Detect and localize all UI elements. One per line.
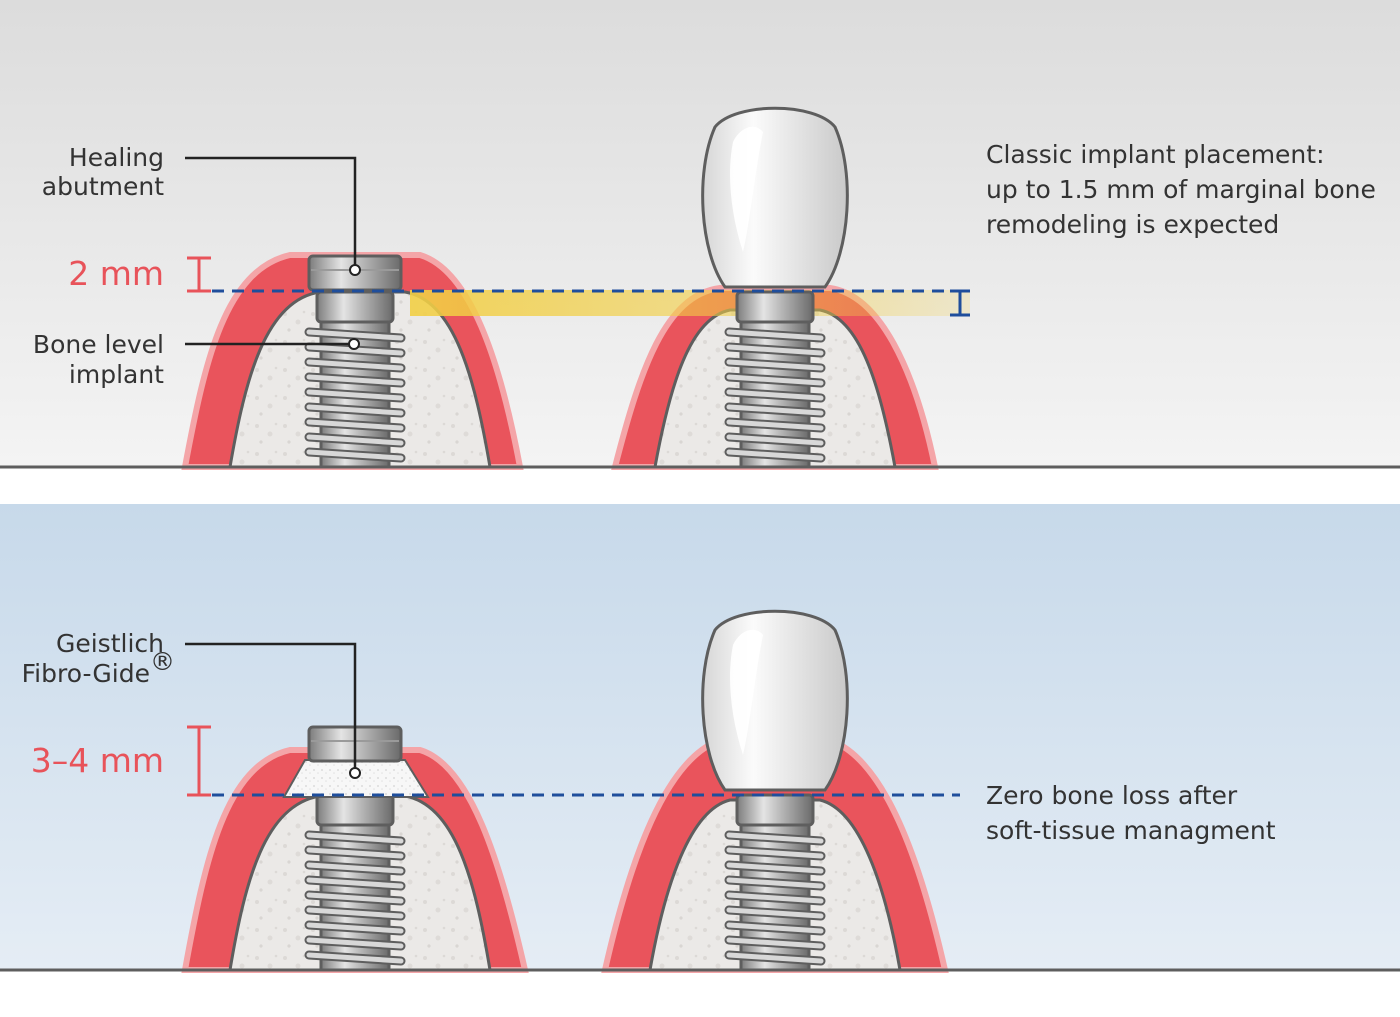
top-note-line2: up to 1.5 mm of marginal bone [986,175,1376,204]
implant-screw-icon-right [729,292,821,467]
implant-screw-icon-bottom [309,795,401,970]
implant-screw-icon-bottom-right [729,795,821,970]
measure-label-bottom: 3–4 mm [31,741,164,780]
bone-label-line1: Bone level [33,330,164,359]
product-callout-dot [349,767,361,779]
healing-callout-dot [349,264,361,276]
product-label-line1: Geistlich [56,629,164,658]
healing-callout-line [185,156,357,268]
measure-bracket-top [187,256,211,293]
crown-icon [701,106,849,289]
implant-screw-icon [309,292,401,467]
bottom-note-line1: Zero bone loss after [986,781,1238,810]
product-label-line2: Fibro-Gide [22,659,150,688]
product-label-mark: ® [150,647,175,676]
top-note-line3: remodeling is expected [986,210,1279,239]
healing-label-line1: Healing [69,143,164,172]
bottom-note-line2: soft-tissue managment [986,816,1276,845]
product-callout-line [185,642,357,770]
crown-icon-bottom [701,609,849,792]
bone-callout-dot [348,338,360,350]
measure-bracket-bottom [187,725,211,797]
healing-label-line2: abutment [42,172,164,201]
remodel-bracket [950,289,970,317]
bone-label-line2: implant [69,360,164,389]
remodeling-band [410,290,970,316]
measure-label-top: 2 mm [68,254,164,293]
top-note-line1: Classic implant placement: [986,140,1325,169]
